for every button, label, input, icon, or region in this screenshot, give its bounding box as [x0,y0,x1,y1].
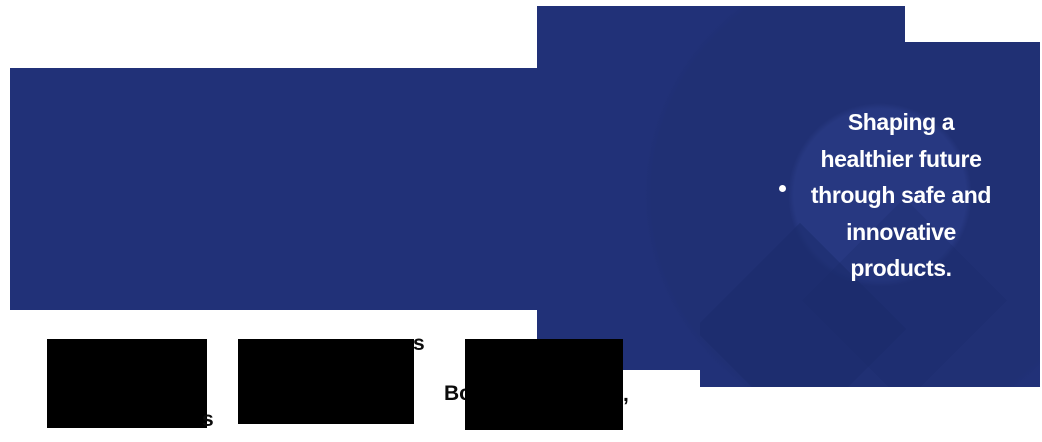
hero-headline-line: through safe and [810,182,992,208]
hero-panel-left [10,68,537,310]
card-image-placeholder-3[interactable] [465,339,623,430]
hero-headline-line: Shaping a [847,109,955,135]
card-caption-fragment: s [202,408,214,431]
hero-headline-line: innovative [846,218,956,245]
card-image-placeholder-1[interactable] [47,339,207,428]
hero-headline: Shaping a healthier future through safe … [785,104,1017,287]
card-caption-fragment: s [413,332,425,355]
hero-headline-line: healthier future [820,145,982,172]
hero-headline-line: products. [850,255,952,281]
card-image-placeholder-2[interactable] [238,339,414,424]
hero-panel-right: Shaping a healthier future through safe … [700,42,1040,387]
list-bullet-icon [779,185,786,192]
